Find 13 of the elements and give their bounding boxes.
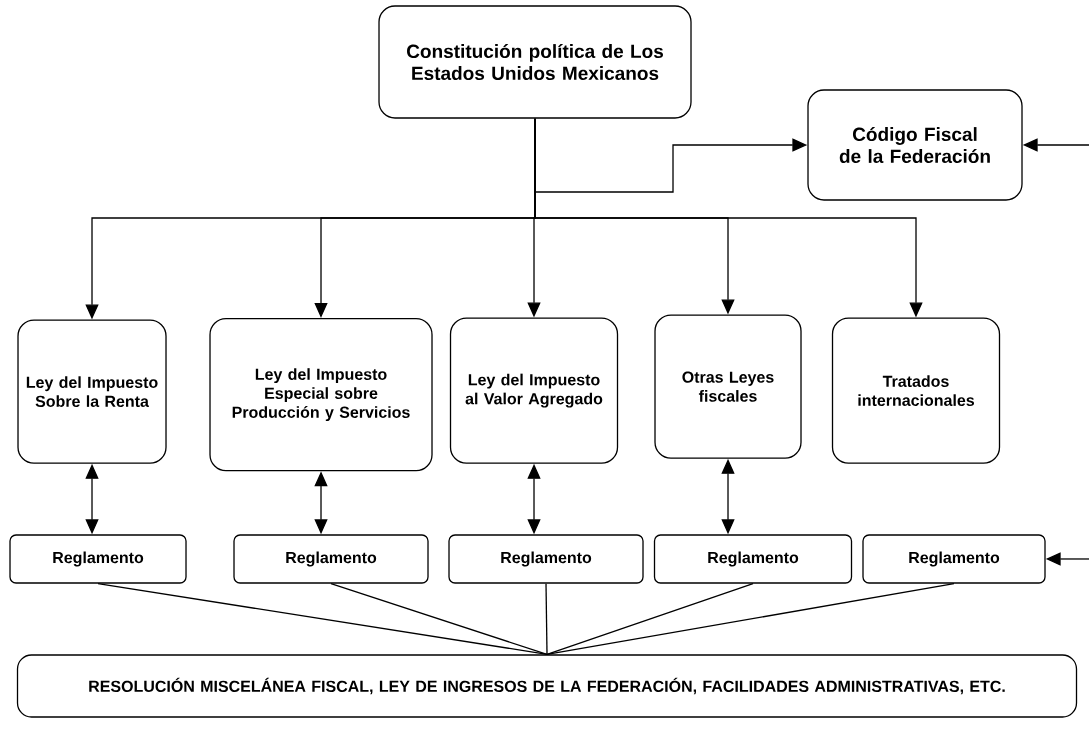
- process-box: Reglamento: [448, 534, 644, 584]
- process-box: Ley del Impuesto Especial sobre Producción y Servicios: [209, 318, 433, 472]
- process-box: Tratados internacionales: [831, 317, 1001, 464]
- process-box: Reglamento: [862, 534, 1046, 584]
- process-box: Ley del Impuesto al Valor Agregado: [449, 317, 619, 464]
- process-box: Reglamento: [233, 534, 429, 584]
- process-box: Ley del Impuesto Sobre la Renta: [17, 319, 167, 464]
- process-box: RESOLUCIÓN MISCELÁNEA FISCAL, LEY DE INGRESOS DE LA FEDERACIÓN, FACILIDADES ADMINISTRATIVAS, ETC.: [16, 654, 1078, 718]
- process-box: Reglamento: [9, 534, 187, 584]
- process-box: Otras Leyes fiscales: [654, 314, 802, 459]
- process-box: Reglamento: [653, 534, 853, 584]
- process-box: Código Fiscal de la Federación: [807, 89, 1023, 201]
- title-box: Constitución política de Los Estados Unidos Mexicanos: [378, 5, 692, 119]
